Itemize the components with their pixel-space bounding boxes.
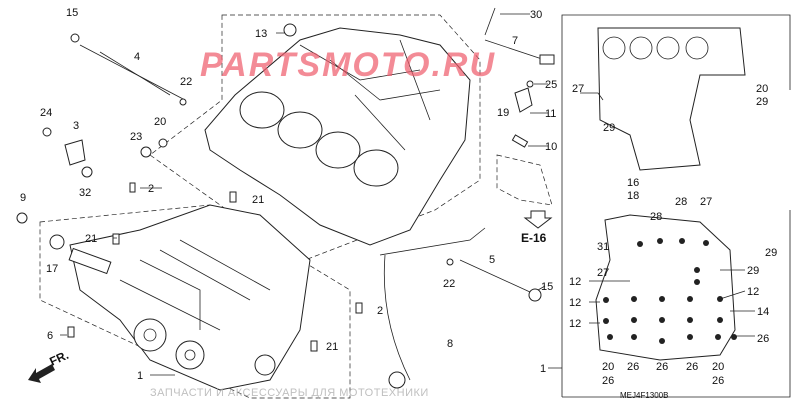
front-direction-arrow: FR. <box>28 348 71 383</box>
callout[interactable]: 1 <box>137 370 143 382</box>
upper-crankcase <box>149 14 481 263</box>
callout[interactable]: 10 <box>545 141 557 153</box>
callout[interactable]: 26 <box>602 375 614 387</box>
callout[interactable]: 27 <box>597 267 609 279</box>
callout[interactable]: 7 <box>512 35 518 47</box>
callout[interactable]: 15 <box>541 281 553 293</box>
callout[interactable]: 27 <box>700 196 712 208</box>
callout[interactable]: 22 <box>180 76 192 88</box>
callout[interactable]: 1 <box>540 363 546 375</box>
callout[interactable]: 26 <box>686 361 698 373</box>
callout[interactable]: 26 <box>712 375 724 387</box>
small-parts <box>16 7 555 389</box>
callout[interactable]: 14 <box>757 306 769 318</box>
callout[interactable]: 26 <box>627 361 639 373</box>
callout[interactable]: 18 <box>627 190 639 202</box>
callout-labels: 15 4 22 24 3 20 23 2 32 9 21 17 6 1 21 1… <box>20 7 777 387</box>
front-label: FR. <box>47 348 70 369</box>
leader-lines <box>60 13 755 376</box>
callout[interactable]: 20 <box>756 83 768 95</box>
callout[interactable]: 12 <box>569 318 581 330</box>
callout[interactable]: 9 <box>20 192 26 204</box>
inset-detail <box>561 14 791 398</box>
callout[interactable]: 15 <box>66 7 78 19</box>
callout[interactable]: 29 <box>756 96 768 108</box>
callout[interactable]: 24 <box>40 107 52 119</box>
callout[interactable]: 20 <box>712 361 724 373</box>
callout[interactable]: 6 <box>47 330 53 342</box>
callout[interactable]: 29 <box>765 247 777 259</box>
callout[interactable]: 13 <box>255 28 267 40</box>
callout[interactable]: 29 <box>603 122 615 134</box>
callout[interactable]: 2 <box>377 305 383 317</box>
callout[interactable]: 17 <box>46 263 58 275</box>
callout[interactable]: 21 <box>85 233 97 245</box>
callout[interactable]: 4 <box>134 51 140 63</box>
watermark-logo: PARTSMOTO.RU <box>200 46 496 84</box>
reference-e16-label[interactable]: E-16 <box>521 231 547 245</box>
lower-crankcase <box>39 204 351 399</box>
callout[interactable]: 31 <box>597 241 609 253</box>
callout[interactable]: 19 <box>497 107 509 119</box>
diagram-code: MEJ4F1300B <box>620 391 668 400</box>
callout[interactable]: 8 <box>447 338 453 350</box>
callout[interactable]: 2 <box>148 183 154 195</box>
callout[interactable]: 29 <box>747 265 759 277</box>
callout[interactable]: 22 <box>443 278 455 290</box>
callout[interactable]: 28 <box>675 196 687 208</box>
callout[interactable]: 12 <box>569 297 581 309</box>
callout[interactable]: 32 <box>79 187 91 199</box>
callout[interactable]: 20 <box>154 116 166 128</box>
callout[interactable]: 3 <box>73 120 79 132</box>
callout[interactable]: 21 <box>252 194 264 206</box>
callout[interactable]: 11 <box>545 108 556 120</box>
callout[interactable]: 12 <box>747 286 759 298</box>
callout[interactable]: 28 <box>650 211 662 223</box>
reference-e16[interactable]: E-16 <box>521 210 553 245</box>
callout[interactable]: 20 <box>602 361 614 373</box>
callout[interactable]: 21 <box>326 341 338 353</box>
watermark-text: ЗАПЧАСТИ И АКСЕССУАРЫ ДЛЯ МОТОТЕХНИКИ <box>150 387 429 399</box>
callout[interactable]: 27 <box>572 83 584 95</box>
callout[interactable]: 26 <box>757 333 769 345</box>
callout[interactable]: 30 <box>530 9 542 21</box>
callout[interactable]: 5 <box>489 254 495 266</box>
callout[interactable]: 23 <box>130 131 142 143</box>
callout[interactable]: 16 <box>627 177 639 189</box>
callout[interactable]: 12 <box>569 276 581 288</box>
callout[interactable]: 25 <box>545 79 557 91</box>
callout[interactable]: 26 <box>656 361 668 373</box>
